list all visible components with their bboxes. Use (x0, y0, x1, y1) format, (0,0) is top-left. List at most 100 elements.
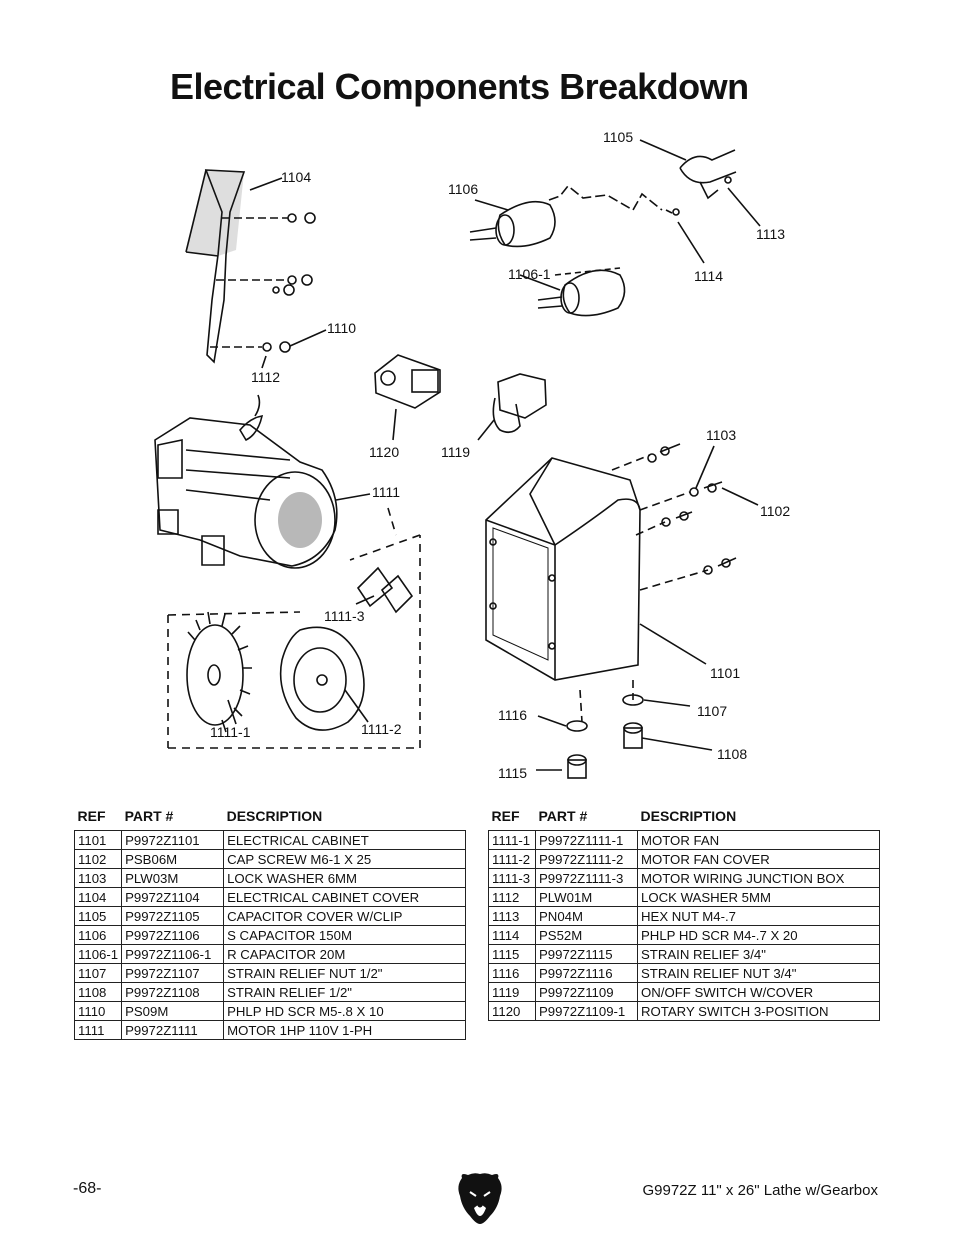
ref-cell: 1110 (73, 1001, 123, 1021)
ref-cell: 1105 (73, 906, 123, 926)
ref-cell: 1104 (73, 887, 123, 907)
callout-1108: 1108 (717, 746, 747, 762)
ref-cell: 1107 (73, 963, 123, 983)
part-number-cell: P9972Z1108 (121, 982, 225, 1002)
description-cell: ON/OFF SWITCH W/COVER (637, 982, 880, 1002)
part-number-cell: P9972Z1101 (121, 830, 225, 850)
on-off-switch-drawing (492, 373, 547, 434)
callout-1116: 1116 (498, 707, 527, 723)
ref-cell: 1106 (73, 925, 123, 945)
callout-1106: 1106 (448, 181, 478, 197)
callout-1113: 1113 (756, 226, 785, 242)
ref-cell: 1111-1 (488, 830, 536, 850)
callout-1112: 1112 (251, 369, 280, 385)
callout-1115: 1115 (498, 765, 527, 781)
rotary-switch-drawing (374, 354, 441, 409)
motor-drawing (154, 394, 338, 569)
description-cell: MOTOR 1HP 110V 1-PH (223, 1020, 466, 1040)
description-cell: STRAIN RELIEF NUT 3/4" (637, 963, 880, 983)
description-cell: PHLP HD SCR M5-.8 X 10 (223, 1001, 466, 1021)
bear-logo-icon (458, 1173, 502, 1224)
callout-1107: 1107 (697, 703, 727, 719)
ref-cell: 1112 (488, 887, 536, 907)
col-part: PART # (538, 808, 588, 824)
ref-cell: 1114 (488, 925, 536, 945)
description-cell: MOTOR WIRING JUNCTION BOX (637, 868, 880, 888)
ref-cell: 1103 (73, 868, 123, 888)
description-cell: STRAIN RELIEF 1/2" (223, 982, 466, 1002)
ref-cell: 1102 (73, 849, 123, 869)
part-number-cell: PS52M (535, 925, 638, 945)
part-number-cell: P9972Z1115 (535, 944, 638, 964)
description-cell: CAP SCREW M6-1 X 25 (223, 849, 466, 869)
col-ref: REF (491, 808, 520, 824)
strain-relief-drawing (566, 694, 644, 779)
description-cell: S CAPACITOR 150M (223, 925, 466, 945)
part-number-cell: P9972Z1111-3 (535, 868, 638, 888)
motor-fan-cover-drawing (279, 626, 365, 731)
callout-1111: 1111 (372, 484, 400, 500)
col-description: DESCRIPTION (640, 808, 737, 824)
electrical-cabinet-drawing (485, 457, 641, 681)
junction-box-drawing (356, 566, 414, 614)
ref-cell: 1119 (488, 982, 536, 1002)
capacitor-s-drawing (469, 200, 556, 248)
description-cell: LOCK WASHER 5MM (637, 887, 880, 907)
ref-cell: 1116 (488, 963, 536, 983)
ref-cell: 1115 (488, 944, 536, 964)
capacitor-r-drawing (537, 269, 626, 317)
description-cell: STRAIN RELIEF 3/4" (637, 944, 880, 964)
description-cell: STRAIN RELIEF NUT 1/2" (223, 963, 466, 983)
callout-1104: 1104 (281, 169, 311, 185)
part-number-cell: P9972Z1106-1 (121, 944, 225, 964)
part-number-cell: P9972Z1109 (535, 982, 638, 1002)
ref-cell: 1111 (73, 1020, 123, 1040)
page-title: Electrical Components Breakdown (170, 66, 749, 107)
description-cell: ELECTRICAL CABINET (223, 830, 466, 850)
part-number-cell: PLW01M (535, 887, 638, 907)
footer-model: G9972Z 11" x 26" Lathe w/Gearbox (642, 1182, 878, 1199)
description-cell: MOTOR FAN COVER (637, 849, 880, 869)
part-number-cell: P9972Z1107 (121, 963, 225, 983)
ref-cell: 1111-3 (488, 868, 536, 888)
part-number-cell: P9972Z1111-2 (535, 849, 638, 869)
callout-1106-1: 1106-1 (508, 266, 551, 282)
callout-1111-1: 1111-1 (210, 724, 251, 740)
description-cell: R CAPACITOR 20M (223, 944, 466, 964)
callout-1111-2: 1111-2 (361, 721, 402, 737)
part-number-cell: P9972Z1105 (121, 906, 225, 926)
description-cell: LOCK WASHER 6MM (223, 868, 466, 888)
ref-cell: 1106-1 (73, 944, 123, 964)
exploded-parts-diagram: 1104 1110 1112 1105 1106 1106-1 1113 111… (154, 129, 790, 781)
part-number-cell: PN04M (535, 906, 638, 926)
part-number-cell: P9972Z1111-1 (535, 830, 638, 850)
description-cell: MOTOR FAN (637, 830, 880, 850)
part-number-cell: PLW03M (121, 868, 225, 888)
part-number-cell: P9972Z1111 (121, 1020, 225, 1040)
description-cell: PHLP HD SCR M4-.7 X 20 (637, 925, 880, 945)
description-cell: ROTARY SWITCH 3-POSITION (637, 1001, 880, 1021)
part-number-cell: P9972Z1106 (121, 925, 225, 945)
ref-cell: 1120 (488, 1001, 536, 1021)
description-cell: HEX NUT M4-.7 (637, 906, 880, 926)
